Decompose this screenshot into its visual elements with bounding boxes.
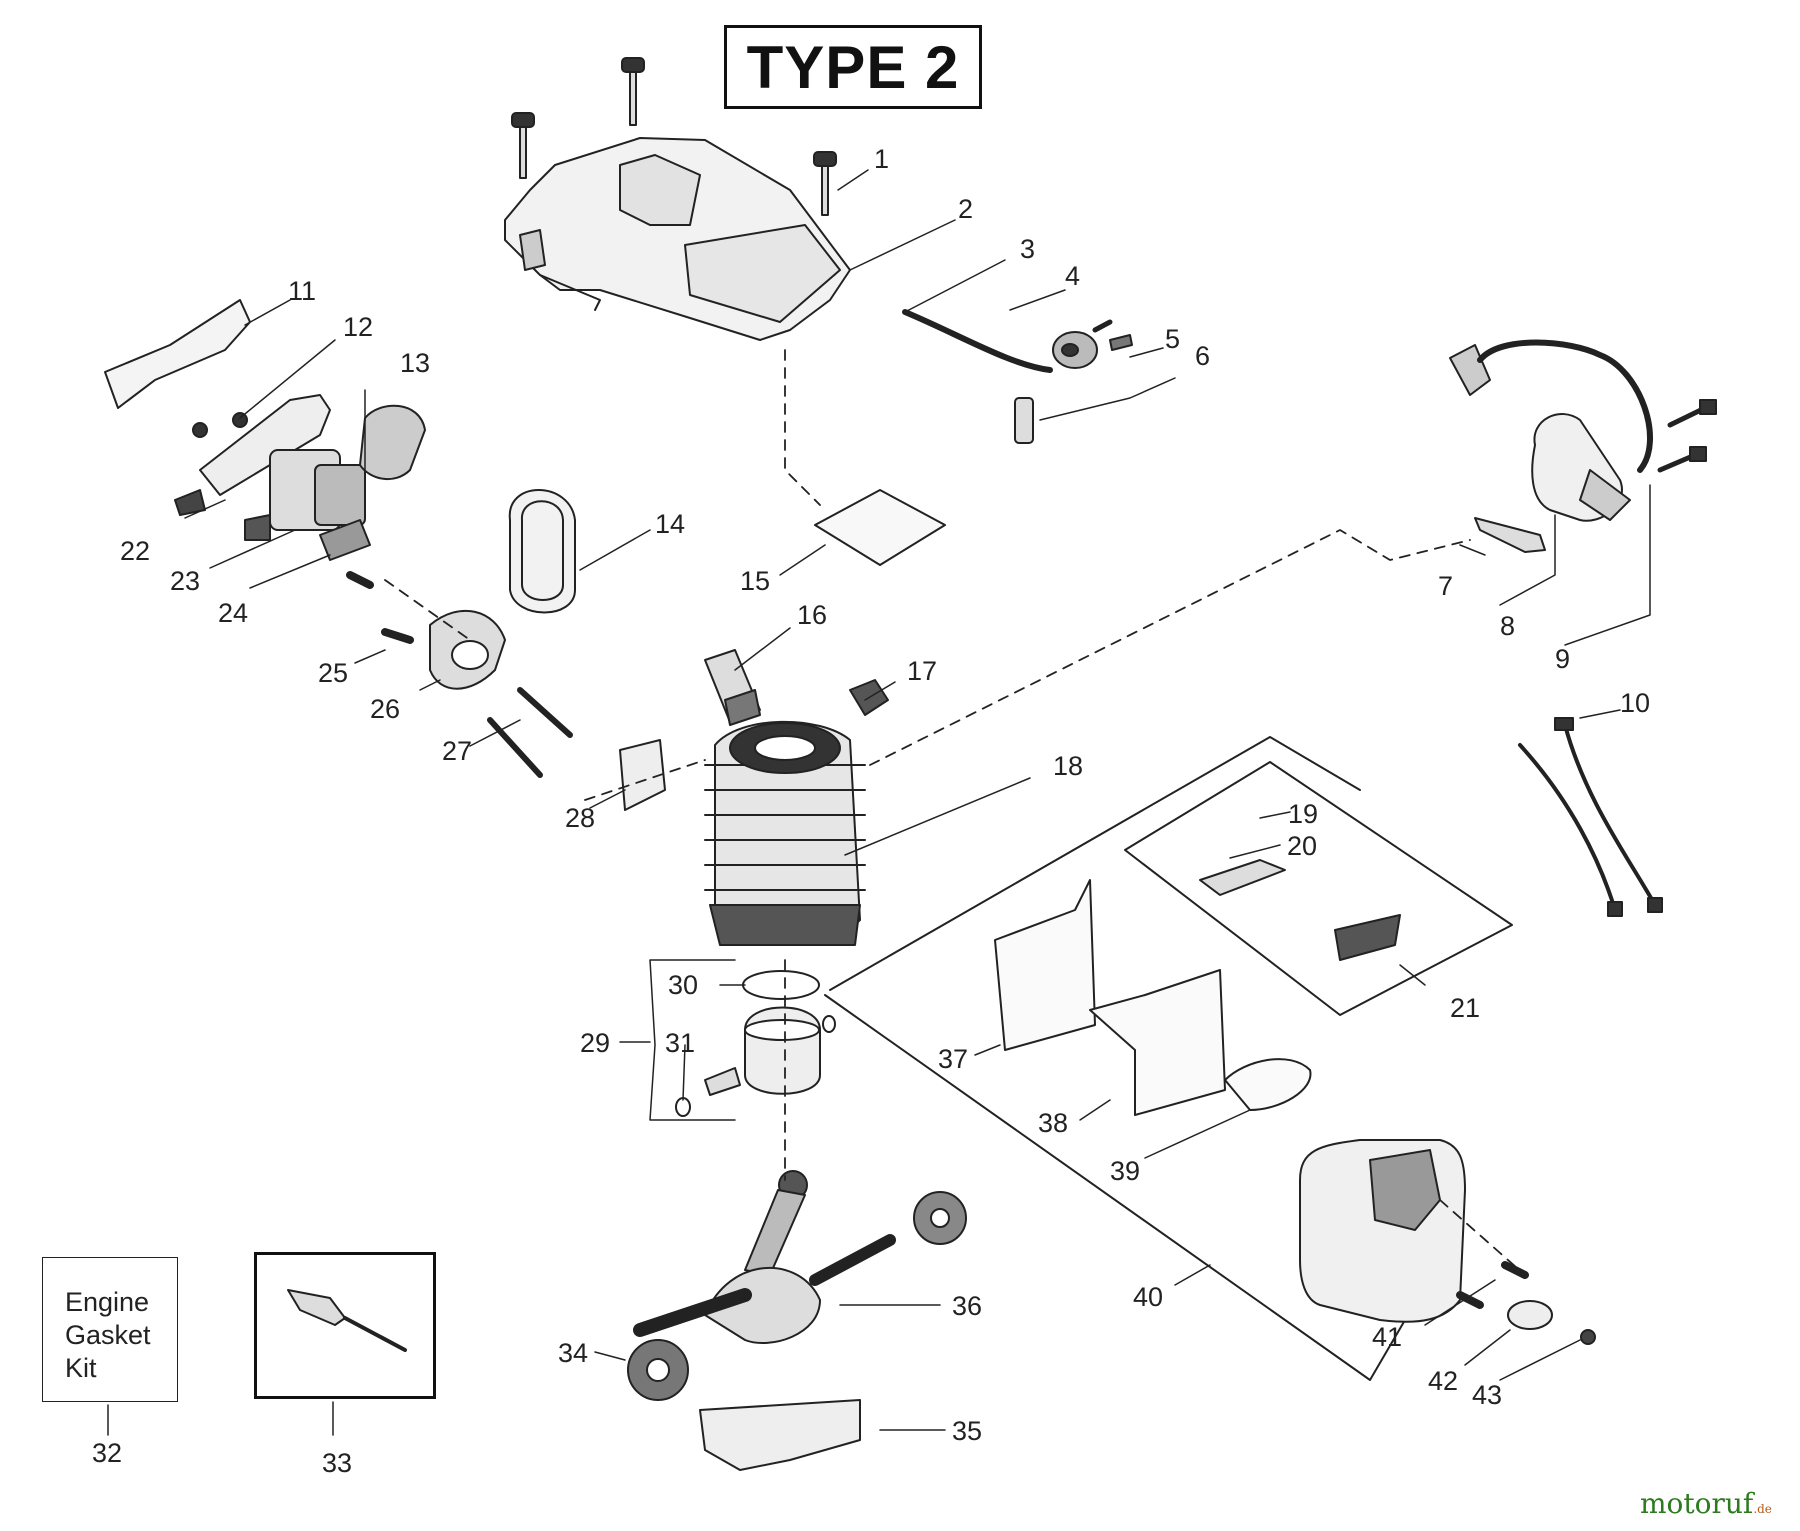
callout-3: 3: [1020, 234, 1035, 264]
callout-29: 29: [580, 1028, 610, 1058]
cover-bolts: [511, 57, 837, 216]
callout-26: 26: [370, 694, 400, 724]
tool-box: [254, 1252, 436, 1399]
type-label: TYPE 2: [746, 33, 960, 101]
callout-1: 1: [874, 144, 889, 174]
wire-harness: [1518, 717, 1663, 917]
callout-2: 2: [958, 194, 973, 224]
callout-25: 25: [318, 658, 348, 688]
kit-box-21: [1124, 761, 1513, 1016]
watermark-logo: motoruf.de: [1640, 1487, 1772, 1520]
cylinder: [704, 720, 866, 946]
callout-22: 22: [120, 536, 150, 566]
callout-labels: 1 2 3 4 5 6 7 8 9 10 11 12 13 14 15 16 1…: [92, 144, 1650, 1478]
gasket-39: [1224, 1058, 1312, 1111]
callout-38: 38: [1038, 1108, 1068, 1138]
callout-11: 11: [288, 276, 316, 306]
callout-27: 27: [442, 736, 472, 766]
callout-5: 5: [1165, 324, 1180, 354]
callout-18: 18: [1053, 751, 1083, 781]
callout-16: 16: [797, 600, 827, 630]
callout-23: 23: [170, 566, 200, 596]
callout-20: 20: [1287, 831, 1317, 861]
gasket-37: [994, 879, 1096, 1051]
kit-line-1: Engine: [65, 1287, 150, 1317]
callout-43: 43: [1472, 1380, 1502, 1410]
piston-group: [675, 970, 836, 1117]
type-label-box: TYPE 2: [724, 25, 982, 109]
callout-21: 21: [1450, 993, 1480, 1023]
scrench-tool: [287, 1289, 407, 1352]
engine-gasket-kit-box: Engine Gasket Kit: [42, 1257, 178, 1402]
callout-6: 6: [1195, 341, 1210, 371]
intake-boot: [508, 489, 576, 614]
top-cover: [504, 137, 851, 341]
gasket-15: [814, 489, 946, 566]
callout-36: 36: [952, 1291, 982, 1321]
gasket-28: [619, 739, 666, 811]
callout-35: 35: [952, 1416, 982, 1446]
callout-12: 12: [343, 312, 373, 342]
callout-19: 19: [1288, 799, 1318, 829]
callout-13: 13: [400, 348, 430, 378]
callout-9: 9: [1555, 644, 1570, 674]
muffler: [1299, 1139, 1466, 1323]
callout-32: 32: [92, 1438, 122, 1468]
ignition-module: [1449, 339, 1717, 553]
callout-40: 40: [1133, 1282, 1163, 1312]
callout-15: 15: [740, 566, 770, 596]
watermark-suffix: .de: [1753, 1502, 1772, 1516]
kit-line-3: Kit: [65, 1353, 97, 1383]
callout-41: 41: [1372, 1322, 1402, 1352]
watermark-text: motoruf: [1640, 1487, 1754, 1520]
callout-42: 42: [1428, 1366, 1458, 1396]
callout-24: 24: [218, 598, 248, 628]
callout-30: 30: [668, 970, 698, 1000]
callout-8: 8: [1500, 611, 1515, 641]
callout-39: 39: [1110, 1156, 1140, 1186]
callout-14: 14: [655, 509, 685, 539]
intake-adapter: [429, 609, 506, 690]
spark-plug: [704, 649, 761, 726]
bearing-34: [627, 1339, 689, 1401]
callout-37: 37: [938, 1044, 968, 1074]
fuel-filter: [1052, 319, 1133, 369]
fuel-pickup: [1014, 397, 1034, 444]
crankcase-bottom: [699, 1399, 861, 1471]
callout-17: 17: [907, 656, 937, 686]
callout-31: 31: [665, 1028, 695, 1058]
callout-33: 33: [322, 1448, 352, 1478]
callout-4: 4: [1065, 261, 1080, 291]
kit-line-2: Gasket: [65, 1320, 151, 1350]
callout-10: 10: [1620, 688, 1650, 718]
air-filter: [104, 299, 251, 409]
carburetor-assembly: [174, 394, 426, 561]
crankshaft: [633, 1170, 967, 1345]
gasket-38: [1089, 969, 1226, 1116]
muffler-kit-outline: [824, 736, 1406, 1381]
callout-7: 7: [1438, 571, 1453, 601]
callout-28: 28: [565, 803, 595, 833]
fuel-hose: [902, 309, 1053, 373]
callout-34: 34: [558, 1338, 588, 1368]
